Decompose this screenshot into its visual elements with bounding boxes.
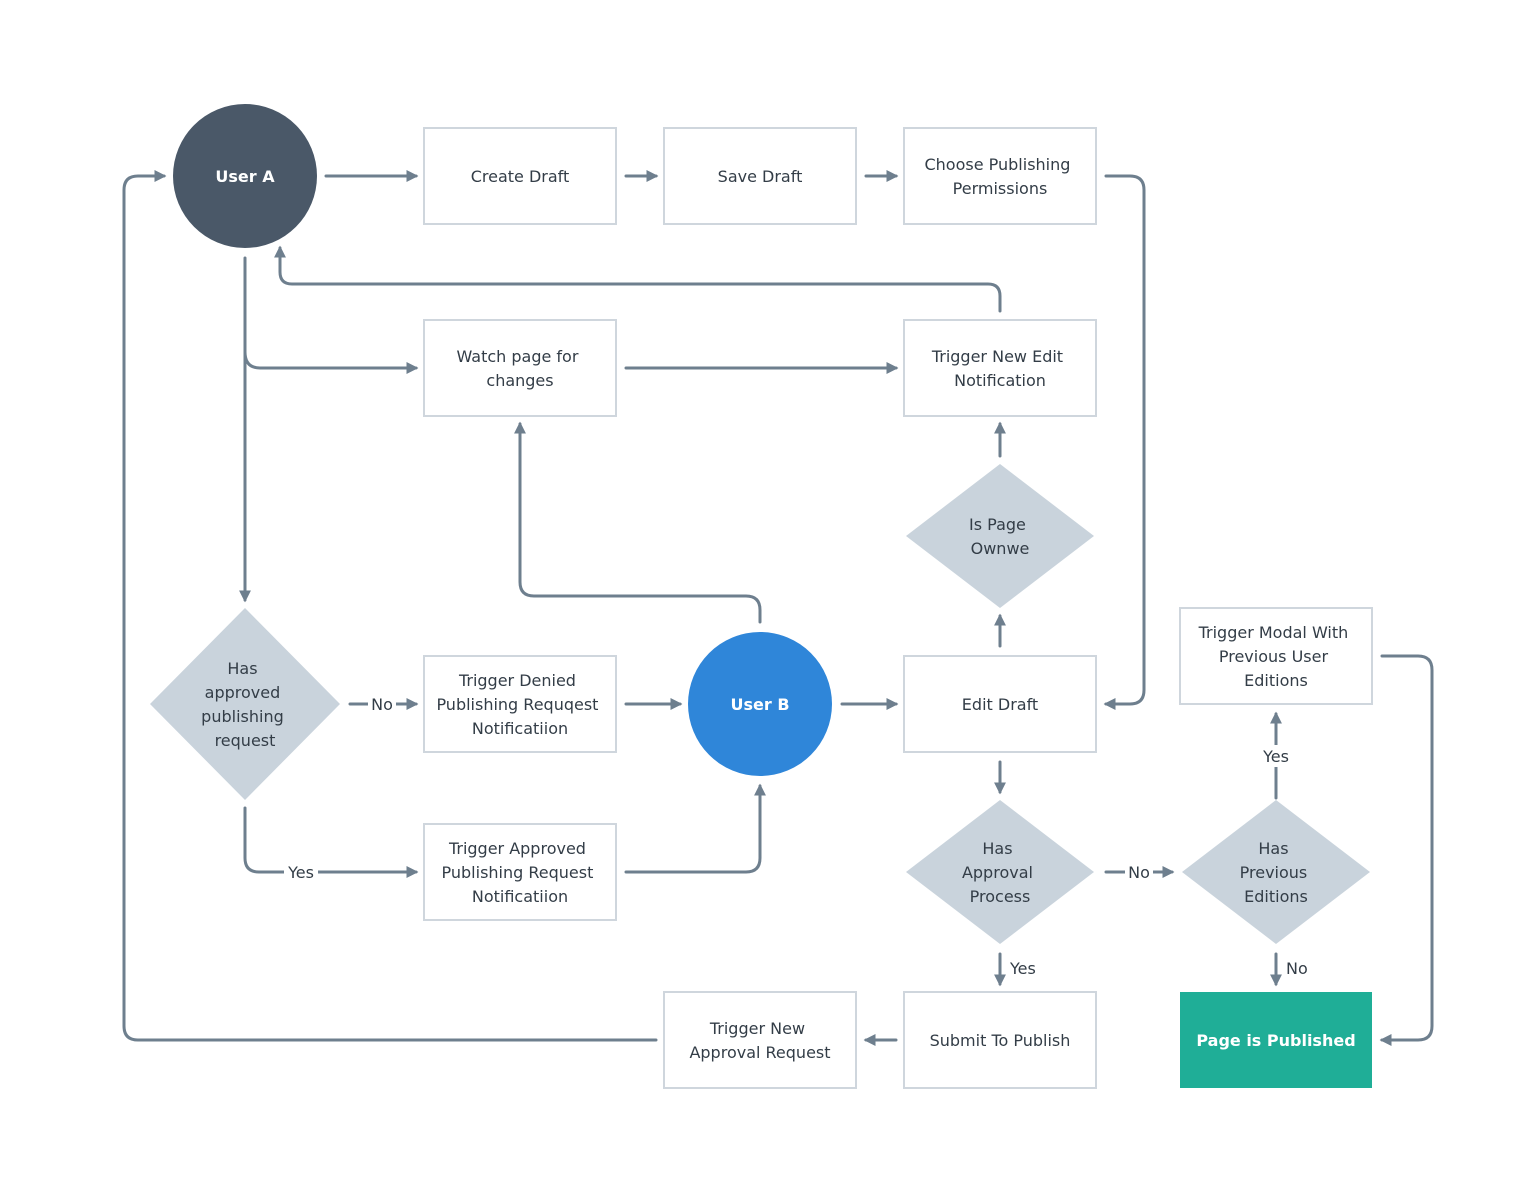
trigger-approved-node[interactable]: Trigger Approved Publishing Request Noti… bbox=[423, 823, 617, 921]
edge-newapproval-usera bbox=[122, 170, 658, 1042]
has-approved-request-decision[interactable]: Has approved publishing request bbox=[150, 608, 340, 800]
is-page-owner-label: Is Page Ownwe bbox=[969, 515, 1031, 558]
has-approval-process-decision[interactable]: Has Approval Process bbox=[906, 800, 1094, 944]
page-published-label: Page is Published bbox=[1196, 1031, 1355, 1050]
user-b-node[interactable]: User B bbox=[688, 632, 832, 776]
trigger-denied-node[interactable]: Trigger Denied Publishing Requqest Notif… bbox=[423, 655, 617, 753]
trigger-new-approval-label: Trigger New Approval Request bbox=[689, 1019, 830, 1062]
trigger-new-approval-node[interactable]: Trigger New Approval Request bbox=[663, 991, 857, 1089]
edge-label-no-approval-process: No bbox=[1128, 863, 1150, 882]
save-draft-node[interactable]: Save Draft bbox=[663, 127, 857, 225]
edit-draft-label: Edit Draft bbox=[962, 695, 1038, 714]
edge-usera-watchpage bbox=[243, 350, 419, 374]
trigger-approved-label: Trigger Approved Publishing Request Noti… bbox=[442, 839, 599, 906]
submit-to-publish-node[interactable]: Submit To Publish bbox=[903, 991, 1097, 1089]
trigger-denied-label: Trigger Denied Publishing Requqest Notif… bbox=[436, 671, 603, 738]
user-a-circle bbox=[173, 104, 317, 248]
watch-page-label: Watch page for changes bbox=[456, 347, 583, 390]
edge-labels: No Yes No Yes Yes No bbox=[284, 693, 1308, 978]
choose-publishing-permissions-node[interactable]: Choose Publishing Permissions bbox=[903, 127, 1097, 225]
edge-hasapproved-approved bbox=[243, 806, 419, 878]
user-b-circle bbox=[688, 632, 832, 776]
edge-label-yes-approval-process: Yes bbox=[1009, 959, 1036, 978]
edge-approved-userb bbox=[624, 783, 766, 874]
edge-label-yes-editions: Yes bbox=[1262, 747, 1289, 766]
user-a-label: User A bbox=[215, 167, 275, 186]
edge-newedit-usera bbox=[274, 245, 1002, 313]
edges bbox=[122, 170, 1434, 1046]
has-approval-process-label: Has Approval Process bbox=[962, 839, 1038, 906]
create-draft-label: Create Draft bbox=[471, 167, 570, 186]
edge-modal-published bbox=[1379, 654, 1434, 1046]
trigger-new-edit-label: Trigger New Edit Notification bbox=[931, 347, 1068, 390]
has-approved-request-label: Has approved publishing request bbox=[201, 659, 289, 750]
has-previous-editions-label: Has Previous Editions bbox=[1240, 839, 1313, 906]
submit-to-publish-label: Submit To Publish bbox=[930, 1031, 1071, 1050]
edge-label-no-denied: No bbox=[371, 695, 393, 714]
trigger-modal-label: Trigger Modal With Previous User Edition… bbox=[1198, 623, 1354, 690]
user-a-node[interactable]: User A bbox=[173, 104, 317, 248]
choose-publishing-permissions-label: Choose Publishing Permissions bbox=[924, 155, 1075, 198]
is-page-owner-decision[interactable]: Is Page Ownwe bbox=[906, 464, 1094, 608]
page-published-box bbox=[1180, 992, 1372, 1088]
has-previous-editions-decision[interactable]: Has Previous Editions bbox=[1182, 800, 1370, 944]
watch-page-node[interactable]: Watch page for changes bbox=[423, 319, 617, 417]
edge-choosepermissions-editdraft bbox=[1103, 174, 1146, 710]
save-draft-label: Save Draft bbox=[718, 167, 803, 186]
edge-userb-watchpage bbox=[514, 421, 762, 624]
create-draft-node[interactable]: Create Draft bbox=[423, 127, 617, 225]
trigger-modal-node[interactable]: Trigger Modal With Previous User Edition… bbox=[1179, 607, 1373, 705]
trigger-new-edit-node[interactable]: Trigger New Edit Notification bbox=[903, 319, 1097, 417]
page-published-node[interactable]: Page is Published bbox=[1180, 992, 1372, 1088]
edge-label-no-editions: No bbox=[1286, 959, 1308, 978]
edge-label-yes-approved: Yes bbox=[287, 863, 314, 882]
user-b-label: User B bbox=[730, 695, 789, 714]
edit-draft-node[interactable]: Edit Draft bbox=[903, 655, 1097, 753]
